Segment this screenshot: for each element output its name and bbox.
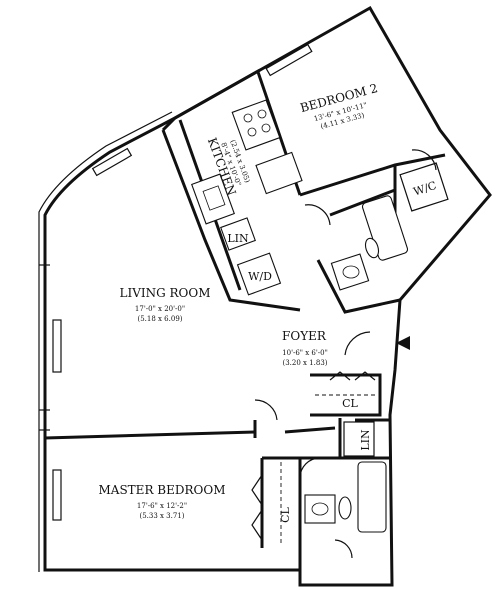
burner — [243, 113, 253, 123]
entry-door-swing — [344, 331, 371, 356]
foyer-dimensions: 10'-6" x 6'-0" — [282, 349, 328, 357]
radiator — [265, 43, 313, 77]
kitchen-fixtures — [191, 99, 303, 296]
door-swing — [304, 204, 331, 226]
door-swing — [299, 457, 321, 479]
toilet — [364, 237, 380, 259]
living-room-metric: (5.18 x 6.09) — [137, 315, 182, 323]
facade-outline — [38, 111, 173, 572]
basin — [311, 502, 329, 516]
space-labels: W/C LIN W/D CL LIN CL — [227, 179, 438, 523]
wall — [161, 68, 261, 132]
bathtub — [357, 461, 387, 533]
wall — [284, 426, 336, 434]
wall — [44, 430, 256, 440]
burner — [247, 127, 257, 137]
bifold-door — [354, 371, 376, 381]
entry-arrow-icon — [396, 336, 410, 350]
vanity — [304, 494, 336, 524]
bifold-door — [251, 509, 263, 541]
lin-kitchen-label: LIN — [227, 232, 249, 245]
lin-hall-label: LIN — [359, 429, 372, 451]
sink-counter — [191, 173, 235, 225]
radiator — [91, 147, 133, 177]
wc-label: W/C — [412, 179, 438, 199]
wall — [161, 129, 301, 312]
wall — [310, 373, 382, 417]
door-swing — [334, 539, 353, 559]
door-swing — [411, 149, 437, 171]
cooktop — [231, 99, 281, 151]
master-bedroom-name: MASTER BEDROOM — [99, 483, 226, 497]
bifold-door — [329, 371, 351, 381]
burner — [261, 123, 271, 133]
washer-dryer — [236, 252, 282, 296]
toilet — [338, 496, 352, 520]
master-bedroom-metric: (5.33 x 3.71) — [139, 512, 184, 520]
door-swing — [254, 399, 278, 421]
vanity — [330, 253, 370, 291]
linen-closet — [220, 217, 256, 251]
radiator — [52, 319, 62, 373]
wall — [329, 188, 396, 217]
refrigerator — [255, 151, 303, 195]
sink — [202, 185, 226, 211]
bathtub — [361, 195, 409, 261]
burner — [257, 109, 267, 119]
radiator — [52, 469, 62, 521]
foyer-fixtures — [254, 331, 410, 421]
linen-closet — [343, 421, 375, 457]
outer-wall — [43, 5, 492, 587]
bifold-door — [251, 474, 263, 506]
walk-in-closet — [399, 162, 449, 212]
bedroom2-bath — [304, 149, 449, 291]
cl-foyer-label: CL — [342, 397, 358, 410]
living-room-name: LIVING ROOM — [119, 286, 210, 300]
exterior-walls — [38, 5, 492, 587]
basin — [342, 265, 360, 279]
foyer-name: FOYER — [282, 329, 327, 343]
room-labels: BEDROOM 2 13'-6" x 10'-11" (4.11 x 3.33)… — [99, 81, 380, 520]
wall — [316, 259, 401, 314]
living-room-dimensions: 17'-0" x 20'-0" — [135, 305, 185, 313]
master-fixtures — [251, 421, 387, 559]
master-bedroom-dimensions: 17'-6" x 12'-2" — [137, 502, 187, 510]
cl-master-label: CL — [279, 506, 292, 522]
wd-label: W/D — [248, 270, 272, 283]
foyer-metric: (3.20 x 1.83) — [282, 359, 327, 367]
